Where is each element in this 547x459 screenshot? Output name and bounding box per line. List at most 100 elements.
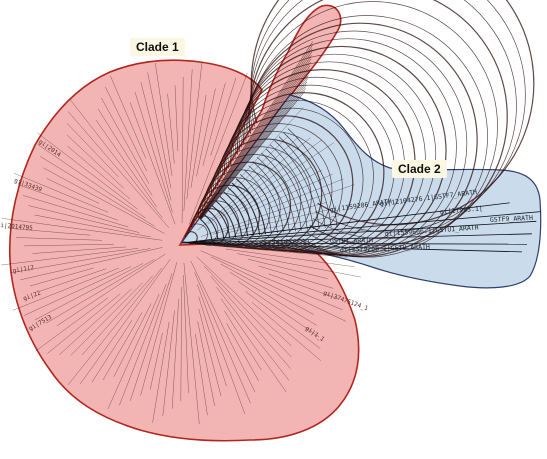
clade-1-branch [1, 248, 139, 266]
clade-1-branch [34, 214, 151, 238]
clade-1-spike-branch [199, 61, 311, 219]
clade-1-branch [183, 274, 189, 393]
clade-1-branch [213, 245, 348, 258]
clade-1-branch [183, 69, 193, 212]
clade-1-spike-branch [198, 58, 312, 219]
clade-2-arc [244, 169, 278, 234]
clade-1-branch [249, 136, 300, 182]
clade-1-branch [237, 281, 320, 338]
clade-1-leaf-label: gi|1|2 [12, 264, 35, 275]
clade-1-spike-branch [200, 81, 308, 220]
clade-1-spike-branch [198, 44, 313, 219]
clade-1-branch [200, 184, 355, 237]
clade-1-branch [13, 172, 109, 213]
clade-1-spike-branch [199, 75, 309, 220]
clade-2-leaf-label: gi|2539923.1| [260, 238, 311, 248]
clade-1-branch [39, 268, 107, 292]
clade-1-branch [220, 298, 287, 393]
clade-2-long-branch [181, 220, 537, 244]
clade-2-arc [207, 209, 225, 239]
clade-1-branch [47, 293, 121, 354]
clade-2-arc [287, 128, 338, 227]
clade-1-branch [197, 321, 215, 406]
clade-2-leaf-label: gi|2579268.1|GSTU_ARATH [340, 243, 430, 254]
clade-1-branch [16, 237, 103, 241]
clade-1-branch [38, 144, 146, 219]
clade-1-branch [218, 142, 335, 219]
clade-2-long-branch [181, 242, 522, 253]
clade-1-branch [174, 85, 179, 152]
clade-1-branch [237, 214, 346, 234]
clade-2-arc [211, 205, 231, 239]
clade-1-branch [242, 169, 323, 212]
clade-2-arc [274, 140, 320, 229]
clade-1-arc [217, 115, 354, 252]
clade-1-arc [230, 69, 416, 255]
clade-1-spike-branch [198, 41, 313, 218]
clade-1-branch [56, 253, 166, 327]
clade-1-branch [194, 272, 251, 404]
clade-1-branch [227, 107, 304, 193]
clade-1-branch [196, 88, 216, 177]
clade-1-branch [254, 173, 334, 210]
clade-1-arc [232, 61, 426, 255]
clade-1-branch [155, 62, 173, 176]
clade-1-branch [20, 247, 163, 281]
clade-1-branch [171, 298, 179, 409]
clade-2-leaf-label: GSTF9_ARATH [490, 214, 533, 224]
clade-1-branch [196, 256, 292, 346]
clade-1-branch [180, 286, 182, 402]
clade-1-branch [40, 156, 155, 227]
clade-1-arc [206, 154, 302, 249]
clade-1-branch [197, 137, 311, 231]
clade-1-branch [1, 218, 163, 241]
clade-1-arc [241, 30, 468, 257]
clade-1-branch [37, 132, 138, 210]
clade-1-branch [202, 82, 226, 166]
clade-1-branch [191, 112, 258, 226]
clade-2-arc [248, 165, 284, 233]
clade-1-branch [59, 288, 132, 355]
clade-1-branch [210, 276, 291, 369]
clade-1-branch [140, 262, 178, 396]
clade-1-spike-branch [200, 84, 307, 220]
clade-1-spike-branch [199, 68, 310, 219]
clade-1-branch [113, 303, 152, 377]
clade-1-branch [8, 228, 91, 236]
clade-1-arc [243, 22, 478, 258]
clade-1-arc [247, 1, 498, 252]
clade-1-branch [224, 207, 337, 234]
clade-1-arc [184, 231, 198, 245]
clade-1-branch [134, 92, 173, 213]
clade-2-arc [256, 156, 296, 232]
clade-1-branch [147, 72, 172, 189]
clade-1-branch [34, 263, 144, 321]
clade-1-arc [249, 0, 517, 240]
clade-1-branch [190, 260, 256, 393]
clade-1-branch [220, 263, 314, 315]
clade-2-arc [269, 144, 314, 230]
clade-2-arc [235, 178, 267, 235]
clade-1-branch [216, 287, 290, 381]
clade-2-arc [265, 148, 308, 230]
clade-1-branch [229, 271, 317, 326]
clade-1-spike-branch [199, 71, 310, 220]
clade-2-branches [181, 128, 541, 253]
clade-1-spike-branch [198, 48, 313, 219]
clade-1-branch [258, 265, 334, 289]
clade-1-branch [268, 273, 339, 300]
clade-1-branch [10, 248, 151, 274]
clade-1-branch [130, 273, 173, 401]
clade-2-arc [215, 200, 237, 238]
clade-2-arc [219, 196, 243, 237]
clade-1-spike-branch [200, 88, 306, 220]
clade-1-branch [32, 246, 127, 254]
clade-1-branch [69, 99, 163, 218]
clade-2-long-branch [181, 242, 528, 245]
clade-1-branch [210, 77, 237, 156]
clade-1-branch [129, 102, 176, 225]
clade-1-spike-branch [198, 51, 313, 219]
clade-1-branch [226, 323, 259, 382]
